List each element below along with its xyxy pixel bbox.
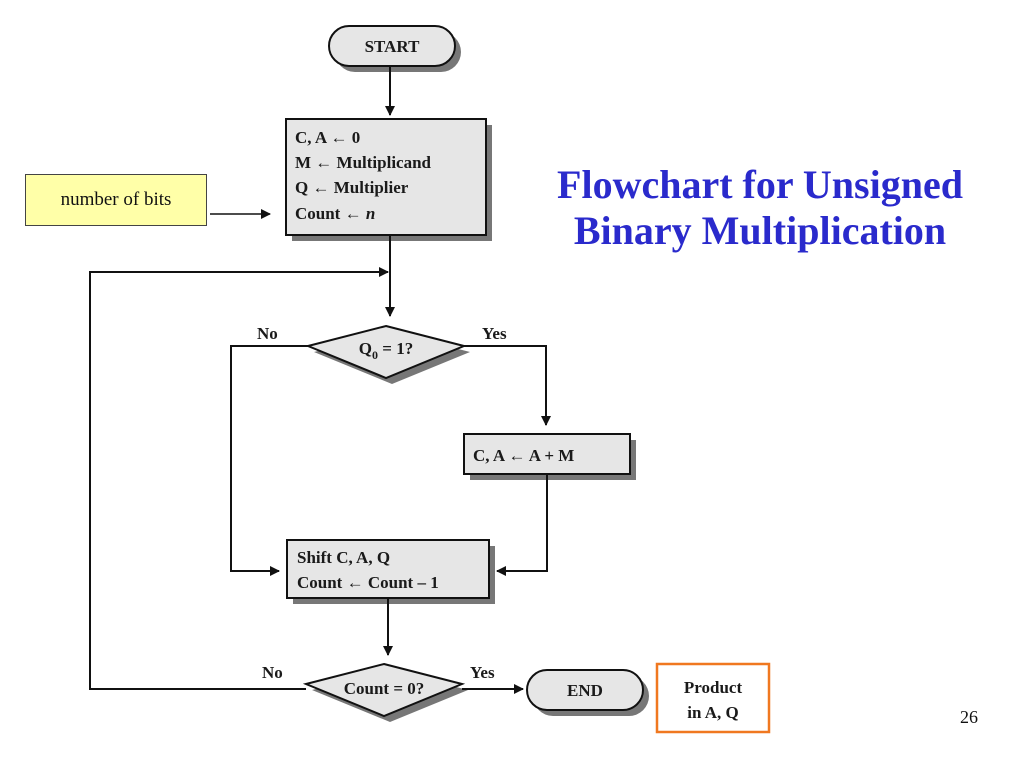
end-label: END: [567, 681, 603, 700]
init-line1: C, A ← 0: [295, 128, 360, 147]
decision2-label: Count = 0?: [344, 679, 425, 698]
decision2-no-label: No: [262, 663, 283, 682]
init-line2: M ← Multiplicand: [295, 153, 432, 172]
slide-title: Flowchart for Unsigned Binary Multiplica…: [510, 162, 1010, 254]
add-process-box: C, A ← A + M: [463, 433, 636, 480]
arrow-add-to-shift: [496, 474, 548, 576]
decision-count: Count = 0?: [302, 662, 468, 722]
decision1-no-label: No: [257, 324, 278, 343]
arrow-loop-back: [89, 267, 389, 690]
decision1-yes-label: Yes: [482, 324, 507, 343]
add-label: C, A ← A + M: [473, 446, 574, 465]
product-line2: in A, Q: [687, 703, 739, 722]
arrow-no-to-shift: [230, 345, 308, 576]
decision-q0: Q0 = 1?: [304, 324, 470, 384]
decision1-label: Q0 = 1?: [359, 339, 413, 362]
slide-title-line1: Flowchart for Unsigned: [557, 162, 963, 207]
shift-process-box: Shift C, A, Q Count ← Count – 1: [286, 539, 495, 604]
init-line3: Q ← Multiplier: [295, 178, 409, 197]
number-of-bits-note: number of bits: [25, 174, 207, 226]
decision2-yes-label: Yes: [470, 663, 495, 682]
init-process-box: C, A ← 0 M ← Multiplicand Q ← Multiplier…: [285, 118, 492, 241]
end-terminal: END: [526, 669, 649, 716]
product-line1: Product: [684, 678, 743, 697]
start-terminal: START: [328, 25, 461, 72]
product-box: Product in A, Q: [655, 662, 771, 734]
init-line4: Count ← n: [295, 204, 375, 223]
arrow-yes-to-add: [464, 345, 551, 426]
page-number: 26: [960, 707, 978, 727]
shift-line2: Count ← Count – 1: [297, 573, 439, 592]
start-label: START: [365, 37, 420, 56]
shift-line1: Shift C, A, Q: [297, 548, 390, 567]
slide-title-line2: Binary Multiplication: [573, 208, 947, 253]
